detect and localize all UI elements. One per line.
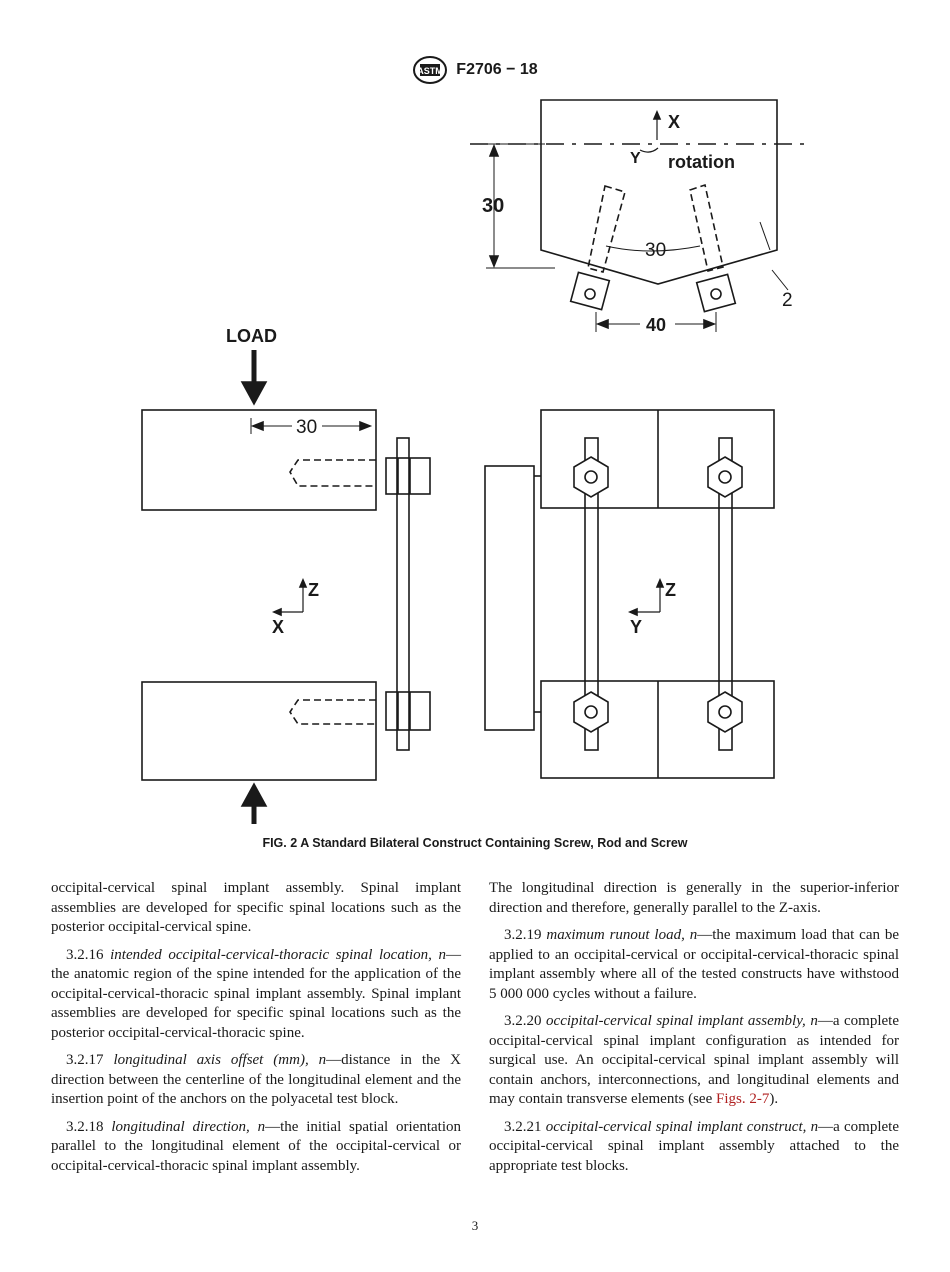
definition-number: 3.2.21 — [504, 1118, 546, 1135]
dim-40-label: 40 — [646, 315, 666, 335]
rotation-label: rotation — [668, 152, 735, 172]
definition-paragraph: 3.2.17 longitudinal axis offset (mm), n—… — [51, 1051, 461, 1110]
definition-term: intended occipital-cervical-thoracic spi… — [110, 946, 439, 963]
right-column: The longitudinal direction is generally … — [489, 879, 899, 1184]
axis-y-right-label: Y — [630, 617, 642, 637]
definition-text: —a complete occipital-cervical spinal im… — [489, 1118, 899, 1174]
definition-term: maximum runout load, — [546, 927, 690, 943]
definition-term: longitudinal axis offset (mm), — [113, 1052, 319, 1068]
paragraph-continuation: occipital-cervical spinal implant assemb… — [51, 880, 461, 935]
axis-x-top-label: X — [668, 112, 680, 132]
dim-30-side-label: 30 — [296, 417, 317, 438]
load-label: LOAD — [226, 326, 277, 346]
dim-30-angle-label: 30 — [645, 240, 666, 261]
definition-term: longitudinal direction, — [111, 1118, 258, 1135]
axis-z-right-label: Z — [665, 580, 676, 600]
top-test-block — [540, 99, 778, 285]
dim-30-vertical-label: 30 — [482, 195, 504, 217]
definition-term: occipital-cervical spinal implant assemb… — [546, 1013, 811, 1029]
dim-2-label: 2 — [782, 290, 793, 311]
right-rod-right — [718, 437, 733, 751]
axis-x-left-label: X — [272, 617, 284, 637]
document-id: F2706 − 18 — [456, 61, 538, 78]
part-of-speech: n — [318, 1052, 327, 1068]
part-of-speech: n — [689, 927, 698, 943]
definition-term: occipital-cervical spinal implant constr… — [545, 1118, 811, 1135]
page-header: ASTM F2706 − 18 — [0, 52, 950, 88]
svg-text:ASTM: ASTM — [418, 66, 444, 76]
part-of-speech: n — [810, 1013, 818, 1029]
definition-paragraph: 3.2.18 longitudinal direction, n—the ini… — [51, 1118, 461, 1177]
right-backing-plate — [484, 465, 535, 731]
definition-paragraph: 3.2.21 occipital-cervical spinal implant… — [489, 1118, 899, 1177]
part-of-speech: n — [257, 1118, 266, 1135]
definition-paragraph: 3.2.19 maximum runout load, n—the maximu… — [489, 926, 899, 1004]
top-left-screw-shadow — [587, 184, 626, 273]
figure-2-drawing: X Y rotation 30 30 2 40 LOAD 30 Z X Z Y — [141, 99, 810, 824]
definition-text: —the maximum load that can be applied to… — [489, 927, 900, 1002]
definition-text-tail: ). — [769, 1091, 779, 1107]
left-column: occipital-cervical spinal implant assemb… — [51, 879, 461, 1184]
definition-number: 3.2.18 — [66, 1118, 112, 1135]
part-of-speech: n — [810, 1118, 819, 1135]
axis-y-top-label: Y — [630, 150, 641, 167]
figure-caption: FIG. 2 A Standard Bilateral Construct Co… — [262, 836, 688, 850]
page-number: 3 — [471, 1218, 479, 1233]
definition-number: 3.2.20 — [504, 1013, 547, 1029]
astm-logo-icon: ASTM — [413, 56, 448, 84]
definition-paragraph: 3.2.20 occipital-cervical spinal implant… — [489, 1012, 899, 1110]
definition-text: —a complete occipital-cervical spinal im… — [489, 1013, 900, 1107]
right-rod-left — [584, 437, 599, 751]
definition-number: 3.2.16 — [66, 946, 111, 963]
top-right-screw-head — [695, 273, 737, 313]
definition-number: 3.2.19 — [504, 927, 547, 943]
paragraph-continuation: The longitudinal direction is generally … — [489, 880, 899, 916]
axis-z-left-label: Z — [308, 580, 319, 600]
top-right-screw-shadow — [689, 183, 724, 272]
definition-text: —distance in the X direction between the… — [51, 1052, 461, 1107]
left-lower-block — [141, 681, 377, 781]
definition-paragraph: 3.2.16 intended occipital-cervical-thora… — [51, 946, 461, 1044]
left-rod — [396, 437, 410, 751]
definition-text: —the anatomic region of the spine intend… — [51, 946, 462, 1041]
figure-reference-link[interactable]: Figs. 2-7 — [716, 1091, 770, 1107]
part-of-speech: n — [438, 946, 447, 963]
definition-text: —the initial spatial orientation paralle… — [51, 1118, 462, 1174]
top-left-screw-head — [569, 271, 611, 311]
definition-number: 3.2.17 — [66, 1052, 114, 1068]
